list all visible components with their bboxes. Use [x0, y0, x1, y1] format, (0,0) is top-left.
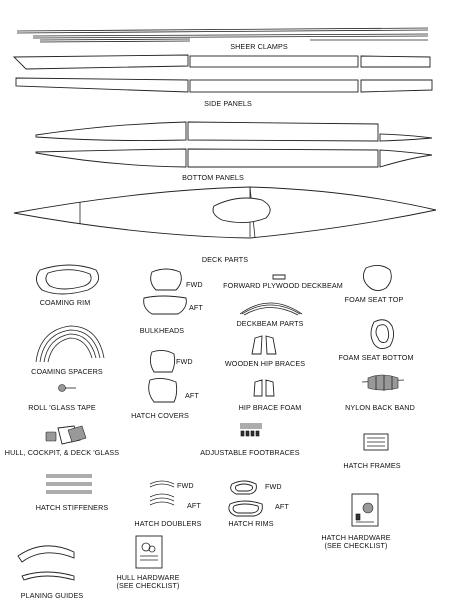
label-hatch-cover-fwd: FWD [176, 357, 193, 366]
label-sheer-clamps: SHEER CLAMPS [230, 42, 288, 51]
deckbeam-parts-shape [239, 302, 303, 316]
label-hatch-doubler-aft: AFT [187, 501, 201, 510]
coaming-rim-shape [36, 264, 100, 295]
hatch-covers-shape [148, 349, 178, 403]
hatch-frames-shape [363, 433, 389, 451]
foam-seat-bottom-shape [370, 319, 395, 349]
hatch-doublers-shape [149, 480, 175, 506]
hip-brace-foam-shape [253, 379, 275, 397]
side-panels [12, 54, 433, 93]
hull-hardware-shape [135, 535, 163, 569]
label-hatch-rim-aft: AFT [275, 502, 289, 511]
foam-seat-top-shape [363, 265, 392, 291]
deck-parts [13, 186, 437, 239]
label-adjustable-footbraces: ADJUSTABLE FOOTBRACES [200, 448, 300, 457]
planing-guides-shape [17, 545, 75, 581]
wooden-hip-braces-shape [251, 335, 277, 355]
hatch-rims-shape [228, 480, 263, 517]
label-foam-seat-bottom: FOAM SEAT BOTTOM [338, 353, 413, 362]
label-hatch-doublers: HATCH DOUBLERS [134, 519, 201, 528]
label-hatch-covers: HATCH COVERS [131, 411, 189, 420]
label-nylon-back-band: NYLON BACK BAND [345, 403, 415, 412]
hull-cockpit-deck-glass-shape [45, 425, 87, 445]
label-hatch-hardware-line2: (SEE CHECKLIST) [324, 541, 387, 550]
nylon-back-band-shape [361, 374, 405, 391]
label-deck-parts: DECK PARTS [202, 255, 248, 264]
label-hatch-stiffeners: HATCH STIFFENERS [36, 503, 109, 512]
label-hatch-hardware-line1: HATCH HARDWARE [321, 533, 390, 542]
label-hatch-doubler-fwd: FWD [177, 481, 194, 490]
label-hatch-rim-fwd: FWD [265, 482, 282, 491]
label-hatch-rims: HATCH RIMS [228, 519, 273, 528]
label-forward-plywood-deckbeam: FORWARD PLYWOOD DECKBEAM [223, 281, 343, 290]
label-hip-brace-foam: HIP BRACE FOAM [239, 403, 302, 412]
hatch-hardware-shape [351, 493, 379, 527]
label-roll-glass-tape: ROLL 'GLASS TAPE [28, 403, 96, 412]
roll-glass-tape-shape [58, 384, 76, 392]
label-planing-guides: PLANING GUIDES [21, 591, 84, 600]
label-wooden-hip-braces: WOODEN HIP BRACES [225, 359, 305, 368]
label-bulkheads: BULKHEADS [140, 326, 185, 335]
label-hatch-frames: HATCH FRAMES [343, 461, 400, 470]
label-bottom-panels: BOTTOM PANELS [182, 173, 244, 182]
label-hull-cockpit-deck-glass: HULL, COCKPIT, & DECK 'GLASS [5, 448, 120, 457]
adjustable-footbraces-shape [240, 423, 262, 437]
label-hull-hardware-line2: (SEE CHECKLIST) [116, 581, 179, 590]
coaming-spacers-shape [35, 325, 105, 363]
sheer-clamps [16, 27, 429, 43]
label-bulkhead-fwd: FWD [186, 280, 203, 289]
label-coaming-rim: COAMING RIM [40, 298, 91, 307]
label-bulkhead-aft: AFT [189, 303, 203, 312]
label-hatch-cover-aft: AFT [185, 391, 199, 400]
bottom-panels [35, 121, 433, 168]
label-foam-seat-top: FOAM SEAT TOP [345, 295, 404, 304]
hatch-stiffeners-shape [46, 474, 92, 494]
label-hull-hardware-line1: HULL HARDWARE [116, 573, 179, 582]
label-coaming-spacers: COAMING SPACERS [31, 367, 103, 376]
label-deckbeam-parts: DECKBEAM PARTS [236, 319, 303, 328]
bulkheads-shape [143, 268, 187, 315]
label-side-panels: SIDE PANELS [204, 99, 252, 108]
forward-plywood-deckbeam-shape [272, 274, 286, 280]
